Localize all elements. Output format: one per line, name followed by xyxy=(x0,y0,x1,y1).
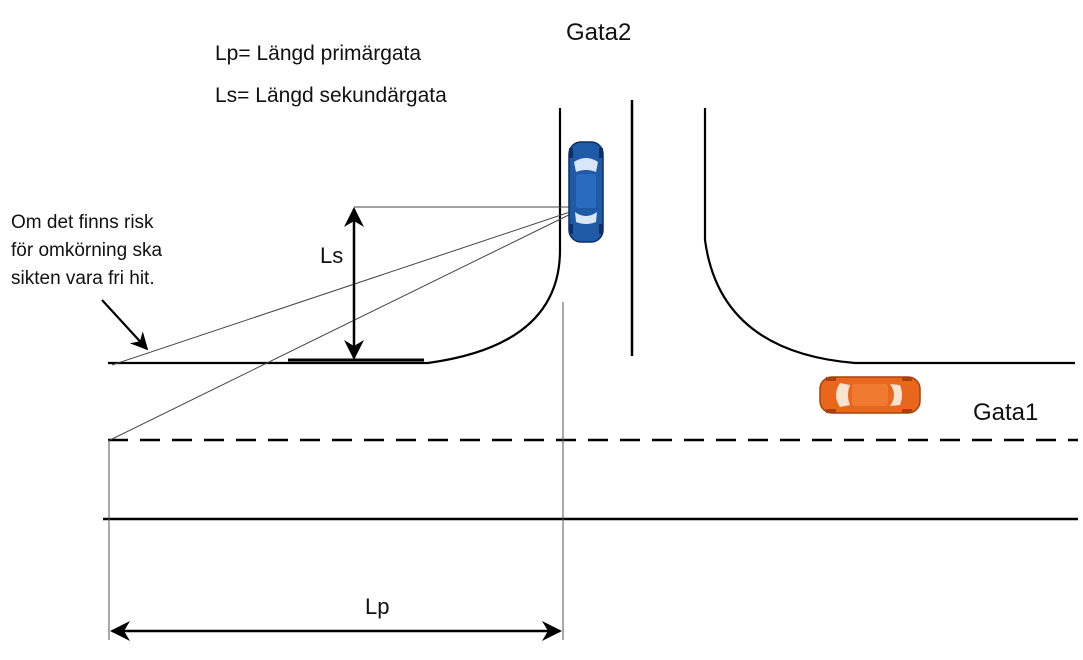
secondary-car xyxy=(568,141,604,243)
sight-line-to-far-edge xyxy=(111,206,586,366)
primary-car xyxy=(819,376,921,414)
road-edge-left-corner xyxy=(108,108,562,365)
road-edge-right-corner xyxy=(703,108,1075,365)
dimension-label-ls: Ls xyxy=(320,243,343,268)
legend-ls: Ls= Längd sekundärgata xyxy=(215,84,447,107)
dimension-label-lp: Lp xyxy=(365,594,389,619)
note-pointer-arrow xyxy=(101,299,149,351)
street-label-gata1: Gata1 xyxy=(973,399,1038,426)
note-line-3: sikten vara fri hit. xyxy=(11,268,155,289)
note-line-2: för omkörning ska xyxy=(11,240,162,261)
legend-lp: Lp= Längd primärgata xyxy=(215,42,421,65)
note-line-1: Om det finns risk xyxy=(11,212,154,233)
street-label-gata2: Gata2 xyxy=(566,19,631,46)
sight-line-to-center xyxy=(109,206,586,441)
